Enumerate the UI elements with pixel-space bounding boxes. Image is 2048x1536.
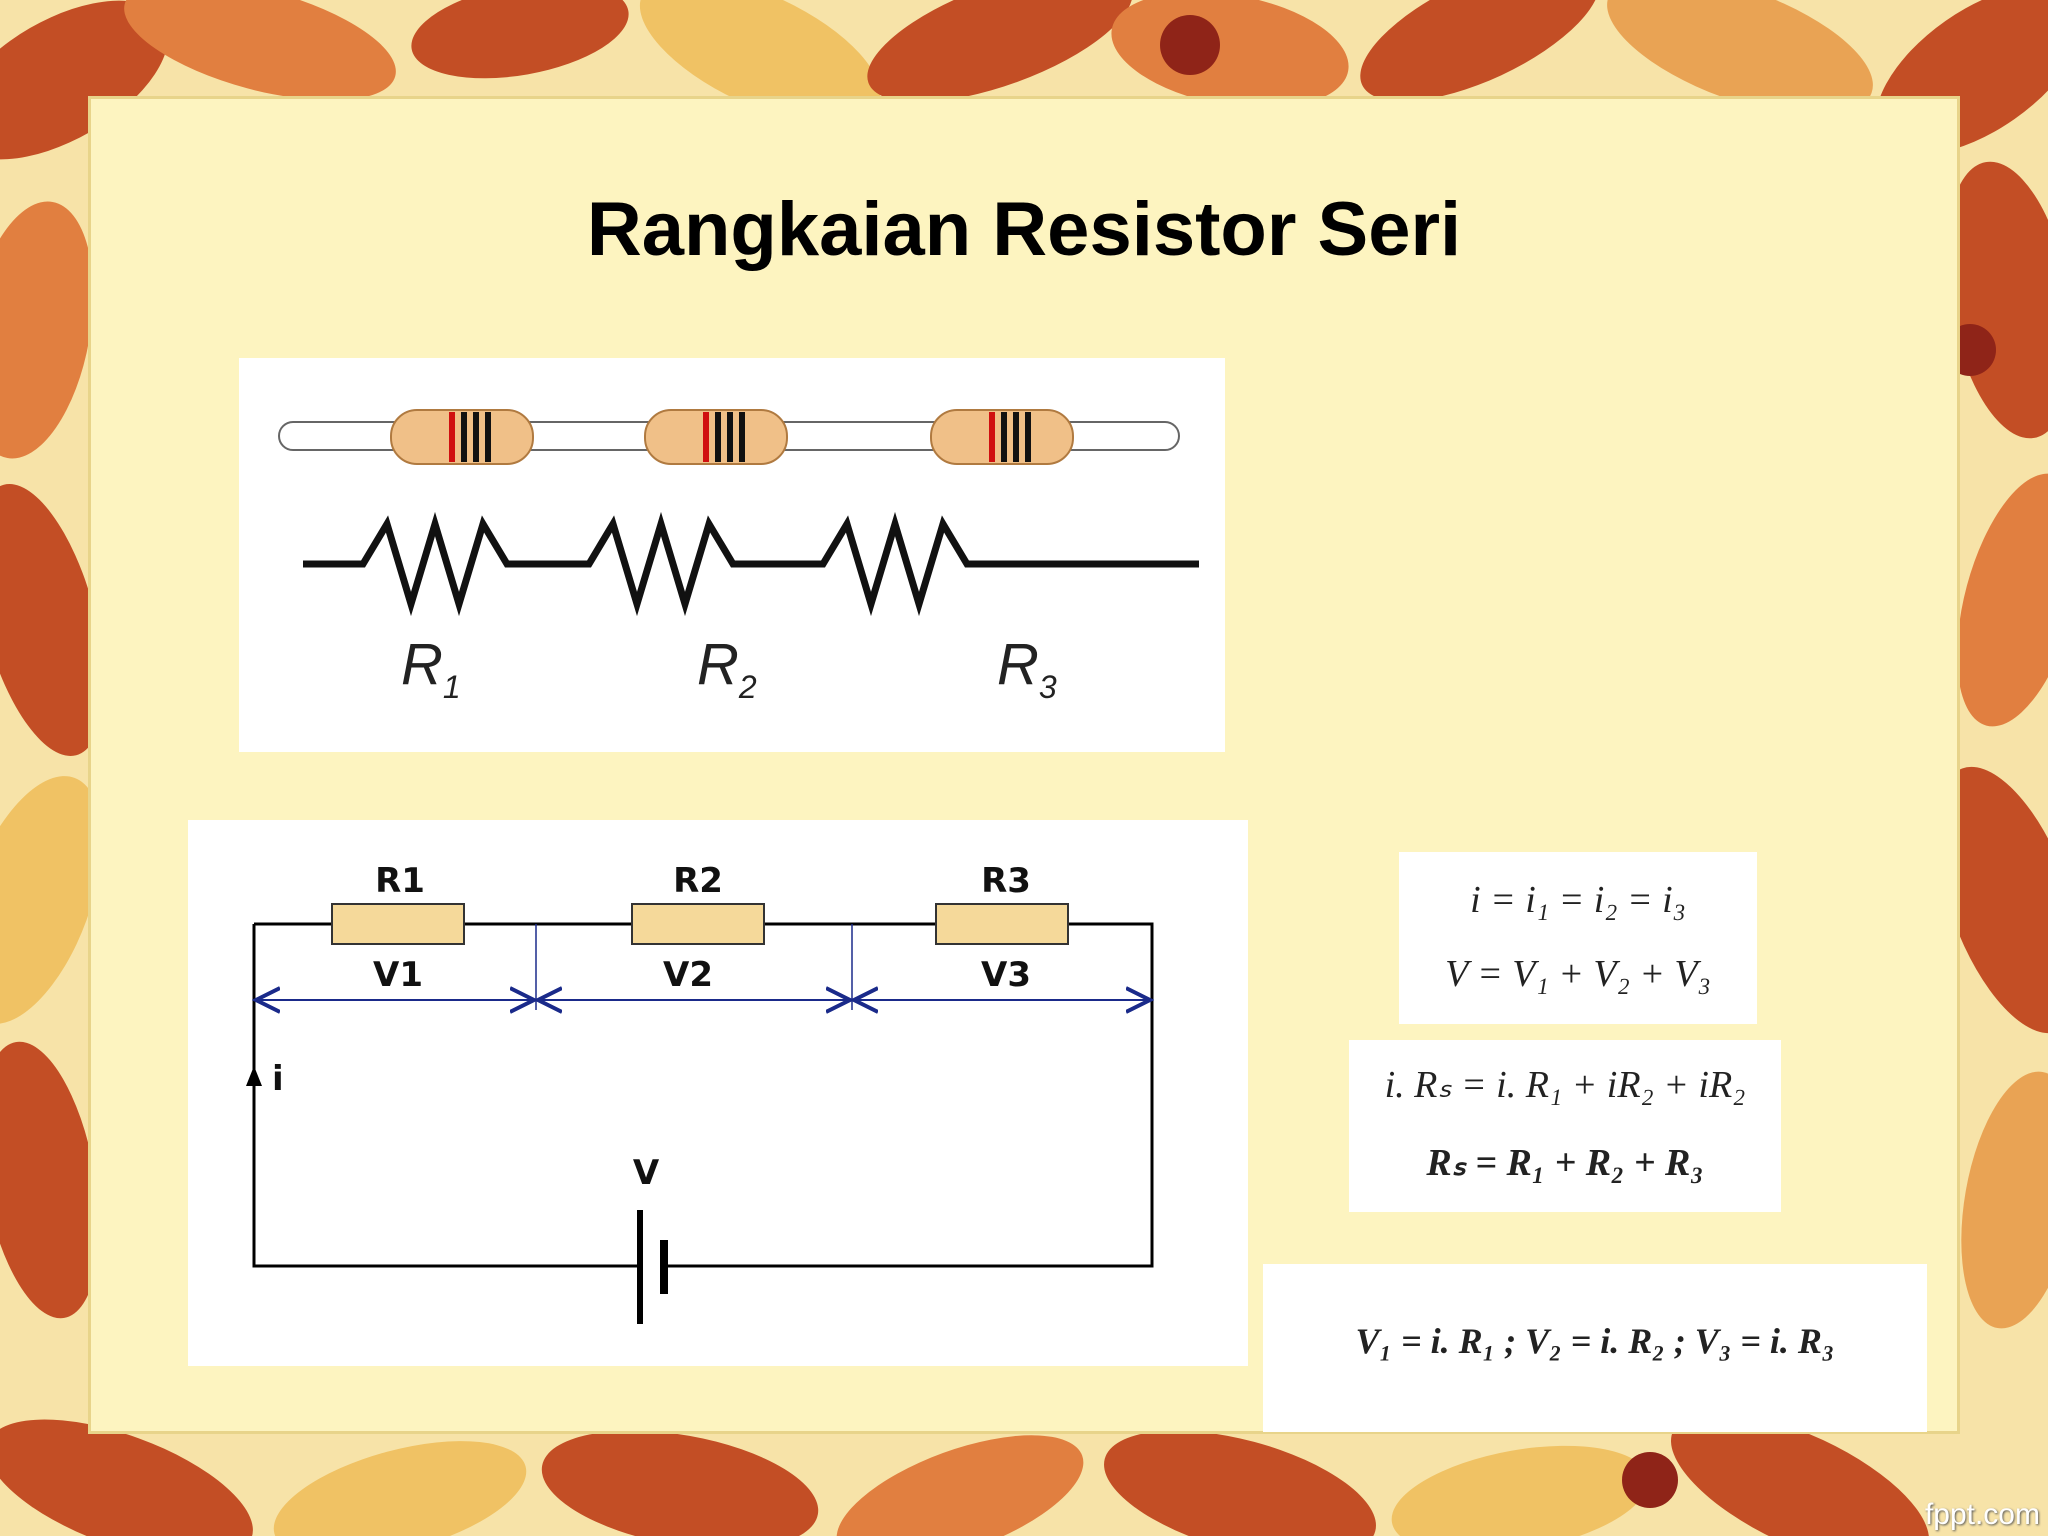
equation-expanded: i. Rₛ = i. R₁ + iR₂ + iR₂: [1384, 1064, 1746, 1106]
equation-box-individual-voltage: V₁ = i. R₁ ; V₂ = i. R₂ ; V₃ = i. R₃: [1263, 1264, 1927, 1432]
circuit-wire: [252, 922, 1154, 1268]
equation-box-resistance: i. Rₛ = i. R₁ + iR₂ + iR₂ Rₛ = R₁ + R₂ +…: [1349, 1040, 1781, 1212]
resistor-photo-1: [390, 409, 534, 465]
circuit-resistor-1: [331, 903, 465, 945]
resistor-label-1: R1: [401, 632, 461, 705]
circuit-label-r2: R2: [673, 861, 723, 901]
resistor-label-3: R3: [997, 632, 1057, 705]
resistor-figure-card: R1 R2 R3: [239, 358, 1225, 752]
source-label: V: [633, 1153, 660, 1193]
current-label: i: [272, 1059, 284, 1099]
resistor-label-2: R2: [697, 632, 757, 705]
circuit-label-v3: V3: [981, 955, 1031, 995]
resistor-photo-2: [644, 409, 788, 465]
circuit-diagram: R1 R2 R3 V1 V2 V3 i V: [246, 861, 1248, 1324]
equation-current: i = i₁ = i₂ = i₃: [1470, 879, 1686, 921]
equation-box-current-voltage: i = i₁ = i₂ = i₃ V = V₁ + V₂ + V₃: [1399, 852, 1757, 1024]
slide-title: Rangkaian Resistor Seri: [586, 187, 1462, 272]
circuit-diagram-card: R1 R2 R3 V1 V2 V3 i V: [188, 820, 1248, 1366]
equation-voltage: V = V₁ + V₂ + V₃: [1445, 953, 1711, 995]
circuit-label-r3: R3: [981, 861, 1031, 901]
circuit-label-r1: R1: [375, 861, 425, 901]
equation-individual-voltages: V₁ = i. R₁ ; V₂ = i. R₂ ; V₃ = i. R₃: [1355, 1321, 1835, 1361]
circuit-resistor-2: [631, 903, 765, 945]
current-arrow: [246, 1066, 262, 1086]
equation-total-resistance: Rₛ = R₁ + R₂ + R₃: [1426, 1142, 1704, 1184]
watermark: fppt.com: [1924, 1498, 2040, 1531]
circuit-label-v1: V1: [373, 955, 423, 995]
circuit-resistor-3: [935, 903, 1069, 945]
zigzag-resistor-symbols: [303, 511, 1199, 617]
resistor-figure: R1 R2 R3: [278, 409, 1199, 705]
circuit-label-v2: V2: [663, 955, 713, 995]
resistor-photo-3: [930, 409, 1074, 465]
